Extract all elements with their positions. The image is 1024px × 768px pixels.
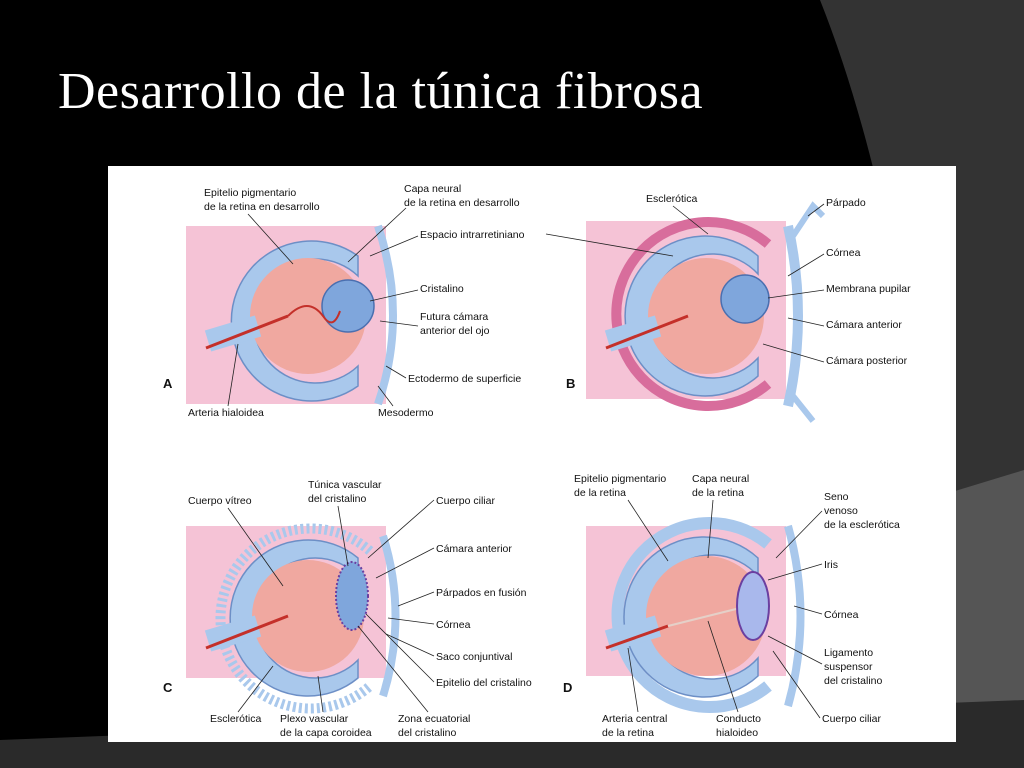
sclera-b xyxy=(611,217,772,411)
label-a-espacio: Espacio intrarretiniano xyxy=(420,229,525,241)
sclera-c xyxy=(215,523,374,714)
label-c-camara-anterior: Cámara anterior xyxy=(436,543,512,555)
leader-lines-a xyxy=(227,207,419,407)
label-c-plexo-1: Plexo vascular xyxy=(280,713,349,725)
label-d-seno-1: Seno xyxy=(824,491,849,503)
label-c-esclerotica: Esclerótica xyxy=(210,713,262,725)
panel-c-letter: C xyxy=(163,680,173,695)
label-c-cuerpo-ciliar: Cuerpo ciliar xyxy=(436,495,495,507)
label-a-mesodermo: Mesodermo xyxy=(378,407,434,419)
label-a-capa-neural-2: de la retina en desarrollo xyxy=(404,197,520,209)
leader-lines-b xyxy=(545,203,825,363)
eye-development-diagram: A Epitelio pigmentario de la retina en de… xyxy=(163,183,911,739)
panel-d-letter: D xyxy=(563,680,572,695)
label-b-esclerotica: Esclerótica xyxy=(646,193,698,205)
label-b-camara-posterior: Cámara posterior xyxy=(826,355,908,367)
label-d-arteria-1: Arteria central xyxy=(602,713,667,725)
label-c-tunica-2: del cristalino xyxy=(308,493,367,505)
label-c-tunica-1: Túnica vascular xyxy=(308,479,382,491)
slide-title: Desarrollo de la túnica fibrosa xyxy=(58,63,704,120)
label-c-cornea: Córnea xyxy=(436,619,471,631)
panel-c xyxy=(186,523,400,714)
label-d-conducto-1: Conducto xyxy=(716,713,761,725)
panel-a xyxy=(186,224,397,406)
label-a-epitelio-2: de la retina en desarrollo xyxy=(204,201,320,213)
label-d-conducto-2: hialoideo xyxy=(716,727,758,739)
label-b-parpado: Párpado xyxy=(826,197,866,209)
panel-a-letter: A xyxy=(163,376,173,391)
label-b-cornea: Córnea xyxy=(826,247,861,259)
lens-c xyxy=(335,561,369,631)
panel-b xyxy=(586,201,826,423)
label-d-seno-3: de la esclerótica xyxy=(824,519,900,531)
label-d-epitelio-1: Epitelio pigmentario xyxy=(574,473,666,485)
lens-b xyxy=(720,274,770,324)
leader-lines-c xyxy=(227,499,435,713)
label-d-arteria-2: de la retina xyxy=(602,727,654,739)
label-c-saco: Saco conjuntival xyxy=(436,651,512,663)
label-d-capa-neural-1: Capa neural xyxy=(692,473,749,485)
label-a-ectodermo: Ectodermo de superficie xyxy=(408,373,521,385)
label-c-cuerpo-vitreo: Cuerpo vítreo xyxy=(188,495,252,507)
label-d-epitelio-2: de la retina xyxy=(574,487,626,499)
label-c-zona-1: Zona ecuatorial xyxy=(398,713,470,725)
label-d-capa-neural-2: de la retina xyxy=(692,487,744,499)
label-d-ligamento-1: Ligamento xyxy=(824,647,873,659)
embryology-figure: A Epitelio pigmentario de la retina en de… xyxy=(108,166,956,742)
label-a-capa-neural-1: Capa neural xyxy=(404,183,461,195)
sclera-d xyxy=(611,517,772,713)
label-a-arteria: Arteria hialoidea xyxy=(188,407,264,419)
lens-a xyxy=(321,279,375,333)
label-c-plexo-2: de la capa coroidea xyxy=(280,727,372,739)
panel-b-letter: B xyxy=(566,376,575,391)
leader-lines-d xyxy=(627,499,823,719)
label-d-seno-2: venoso xyxy=(824,505,858,517)
label-d-ligamento-3: del cristalino xyxy=(824,675,883,687)
label-c-zona-2: del cristalino xyxy=(398,727,457,739)
label-d-iris: Iris xyxy=(824,559,838,571)
label-d-cornea: Córnea xyxy=(824,609,859,621)
label-d-cuerpo-ciliar: Cuerpo ciliar xyxy=(822,713,881,725)
label-b-membrana: Membrana pupilar xyxy=(826,283,911,295)
label-a-cristalino: Cristalino xyxy=(420,283,464,295)
label-a-futura-2: anterior del ojo xyxy=(420,325,490,337)
label-a-futura-1: Futura cámara xyxy=(420,311,488,323)
label-b-camara-anterior: Cámara anterior xyxy=(826,319,902,331)
label-d-ligamento-2: suspensor xyxy=(824,661,873,673)
panel-d xyxy=(586,517,805,713)
label-a-epitelio-1: Epitelio pigmentario xyxy=(204,187,296,199)
label-c-parpados-fusion: Párpados en fusión xyxy=(436,587,527,599)
lens-d xyxy=(736,571,770,641)
label-c-epitelio-cristalino: Epitelio del cristalino xyxy=(436,677,532,689)
